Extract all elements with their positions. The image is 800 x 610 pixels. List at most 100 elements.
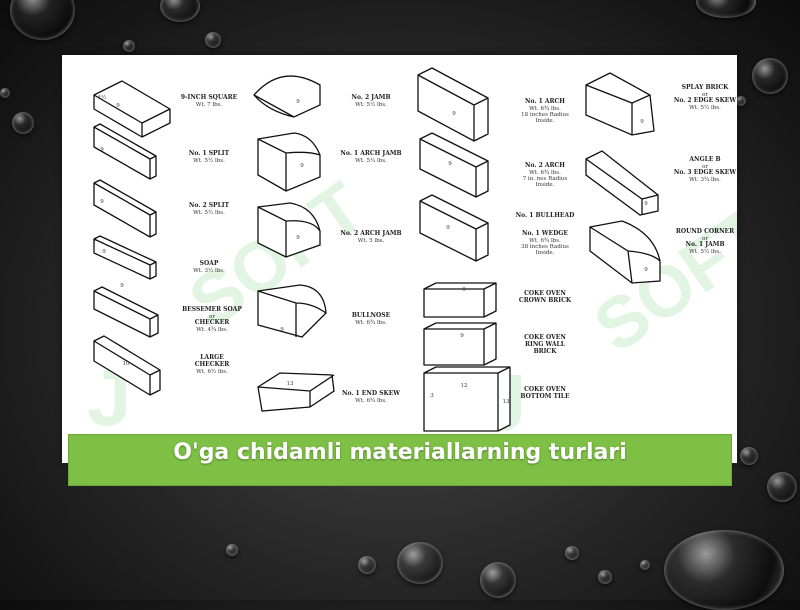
dimension-label: 9 [296,99,300,105]
brick-drawing-angle-b [585,150,659,216]
brick-drawing-soap [93,235,157,280]
dimension-label: 9 [300,163,304,169]
brick-name-label: No. 1 ARCH JAMB [340,150,401,157]
brick-name-label: BULLNOSE [352,312,391,319]
dimension-label: 9 [100,147,104,153]
brick-radius-note: Inside. [536,182,555,188]
brick-name-label: COKE OVEN [524,290,566,297]
brick-weight-label: Wt. 6¾ lbs. [355,397,387,404]
water-drop-decoration [640,560,650,570]
dimension-label: 9 [644,201,648,207]
dimension-label: 9 [452,111,456,117]
dimension-label: 9 [120,283,124,289]
brick-name-label: RING WALL [525,341,566,348]
brick-weight-label: Wt. 5¼ lbs. [355,157,387,164]
brick-weight-label: Wt. 5½ lbs. [355,101,387,108]
dimension-label: 9 [116,103,120,109]
brick-name-label: CROWN BRICK [519,297,572,304]
brick-weight-label: Wt. 3½ lbs. [193,267,225,274]
dimension-label: 9 [640,119,644,125]
brick-weight-label: Wt. 5½ lbs. [689,248,721,255]
dimension-label: 12 [461,383,468,389]
water-drop-decoration [205,32,221,48]
dimension-label: 9 [446,225,450,231]
dimension-label: 9 [100,199,104,205]
dimension-label: 9 [448,161,452,167]
water-drop-decoration [397,542,443,584]
brick-name-label: LARGE [200,354,224,361]
brick-weight-label: Wt. 6¾ lbs. [355,319,387,326]
brick-name-label: SPLAY BRICK [682,84,729,91]
brick-weight-label: Wt. 3¾ lbs. [689,176,721,183]
brick-drawing-bullnose [257,284,327,338]
brick-radius-note: 38 inches Radius [521,244,569,250]
brick-or-label: or [702,236,708,242]
brick-drawing-no1-arch [417,67,489,142]
brick-weight-label: Wt. 5½ lbs. [193,209,225,216]
brick-drawing-no2-arch [419,132,489,198]
brick-drawing-coke-oven-ring-wall [423,322,497,366]
brick-weight-label: Wt. 6¾ lbs. [529,105,561,112]
brick-name-label: SOAP [200,260,219,267]
brick-drawing-coke-oven-crown [423,282,497,318]
brick-name-label: No. 2 SPLIT [189,202,230,209]
brick-drawing-no1-split [93,123,157,180]
dimension-label: 9 [102,249,106,255]
water-drop-decoration [123,40,135,52]
brick-name-label: CHECKER [195,361,231,368]
dimension-label: 9 [644,267,648,273]
brick-drawing-coke-oven-bottom-tile [423,366,511,432]
brick-drawing-no2-split [93,179,157,238]
brick-name-label: COKE OVEN [524,334,566,341]
brick-name-label: No. 2 EDGE SKEW [674,97,737,104]
brick-name-label: No. 1 BULLHEAD [516,212,575,219]
brick-name-label: No. 1 SPLIT [189,150,230,157]
brick-radius-note: 18 inches Radius [521,112,569,118]
water-drop-decoration [10,0,75,40]
brick-radius-note: Inside. [536,118,555,124]
water-drop-decoration [740,447,758,465]
dimension-label: 13 [503,399,510,405]
water-drop-decoration [664,530,784,610]
water-drop-decoration [696,0,756,18]
brick-name-label: ANGLE B [688,156,720,163]
water-drop-decoration [752,58,788,94]
water-drop-decoration [0,88,10,98]
brick-shapes-figure: SOFTSOFTJJ94½99991091399999129999991339-… [62,55,737,463]
brick-radius-note: 7 in. nes Radius [523,176,568,182]
dimension-label: 9 [460,333,464,339]
brick-name-label: 9-INCH SQUARE [181,94,238,101]
water-drop-decoration [767,472,797,502]
brick-or-label: or [702,92,708,98]
brick-radius-note: Inside. [536,250,555,256]
brick-weight-label: Wt. 5 lbs. [358,238,385,244]
brick-name-label: No. 2 ARCH JAMB [340,230,401,237]
brick-drawing-large-checker [93,335,161,396]
caption-bar: O'ga chidamli materiallarning turlari [68,434,732,486]
brick-drawings: SOFTSOFTJJ94½99991091399999129999991339-… [87,67,737,447]
slide-caption: O'ga chidamli materiallarning turlari [173,439,627,465]
water-drop-decoration [160,0,200,22]
brick-name-label: BESSEMER SOAP [182,306,242,313]
brick-weight-label: Wt. 7 lbs. [196,102,223,108]
brick-drawing-no1-arch-jamb [257,132,321,192]
water-drop-decoration [12,112,34,134]
brick-weight-label: Wt. 5½ lbs. [193,157,225,164]
brick-weight-label: Wt. 6½ lbs. [196,368,228,375]
dimension-label: 9 [280,327,284,333]
dimension-label: 13 [287,381,294,387]
dimension-label: 9 [462,287,466,293]
water-drop-decoration [226,544,238,556]
brick-drawing-no2-arch-jamb [257,202,321,258]
brick-weight-label: Wt. 6¾ lbs. [529,169,561,176]
brick-drawing-no1-bullhead [419,194,489,262]
dimension-label: 4½ [98,94,107,101]
brick-drawing-no1-end-skew [257,372,335,412]
brick-name-label: BRICK [534,348,558,355]
brick-name-label: No. 2 ARCH [525,162,565,169]
brick-name-label: No. 2 JAMB [351,94,390,101]
brick-name-label: No. 1 WEDGE [522,230,568,237]
water-drop-decoration [358,556,376,574]
brick-weight-label: Wt. 5½ lbs. [689,104,721,111]
brick-weight-label: Wt. 4¾ lbs. [196,326,228,333]
